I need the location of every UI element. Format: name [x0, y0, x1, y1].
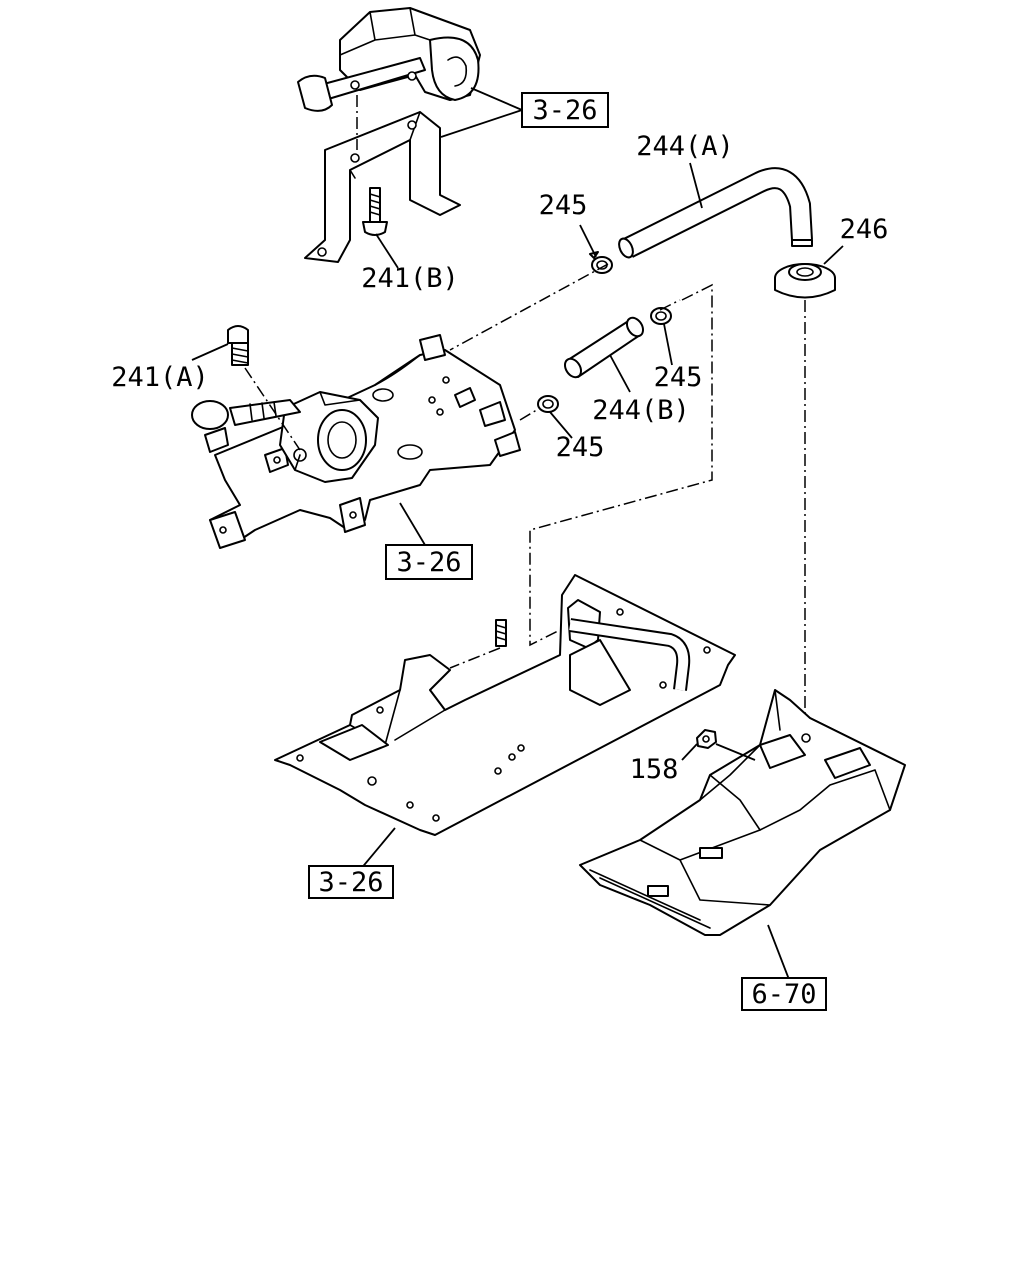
ref-label-tunnel: 6-70: [751, 979, 816, 1010]
ref-label-floor: 3-26: [318, 867, 383, 898]
mid-shifter-assembly: [191, 325, 521, 549]
bolt-241b: [362, 187, 388, 236]
label-244a: 244(A): [636, 131, 734, 162]
label-245-lower: 245: [556, 432, 605, 463]
ref-label-top: 3-26: [532, 95, 597, 126]
bolt-241a: [227, 325, 249, 366]
hose-244b: [563, 316, 645, 379]
floor-plate: [274, 574, 736, 836]
label-241b: 241(B): [361, 263, 459, 294]
grommet-246: [774, 263, 836, 299]
clip-245-right: [650, 307, 672, 325]
clip-245-upper: [589, 251, 613, 274]
top-shifter-assembly: [297, 7, 481, 263]
label-246: 246: [840, 214, 889, 245]
ref-callout-floor: 3-26: [308, 865, 394, 899]
tunnel-cover: [579, 689, 906, 936]
ref-label-mid: 3-26: [396, 547, 461, 578]
hose-244a: [618, 167, 813, 259]
ref-callout-top: 3-26: [521, 92, 609, 128]
label-158: 158: [630, 754, 679, 785]
ref-callout-tunnel: 6-70: [741, 977, 827, 1011]
ref-callout-mid: 3-26: [385, 544, 473, 580]
label-245-upper: 245: [539, 190, 588, 221]
clip-245-lower: [537, 395, 559, 413]
nut-158: [696, 729, 717, 749]
label-241a: 241(A): [111, 362, 209, 393]
label-244b: 244(B): [592, 395, 690, 426]
label-245-right: 245: [654, 362, 703, 393]
